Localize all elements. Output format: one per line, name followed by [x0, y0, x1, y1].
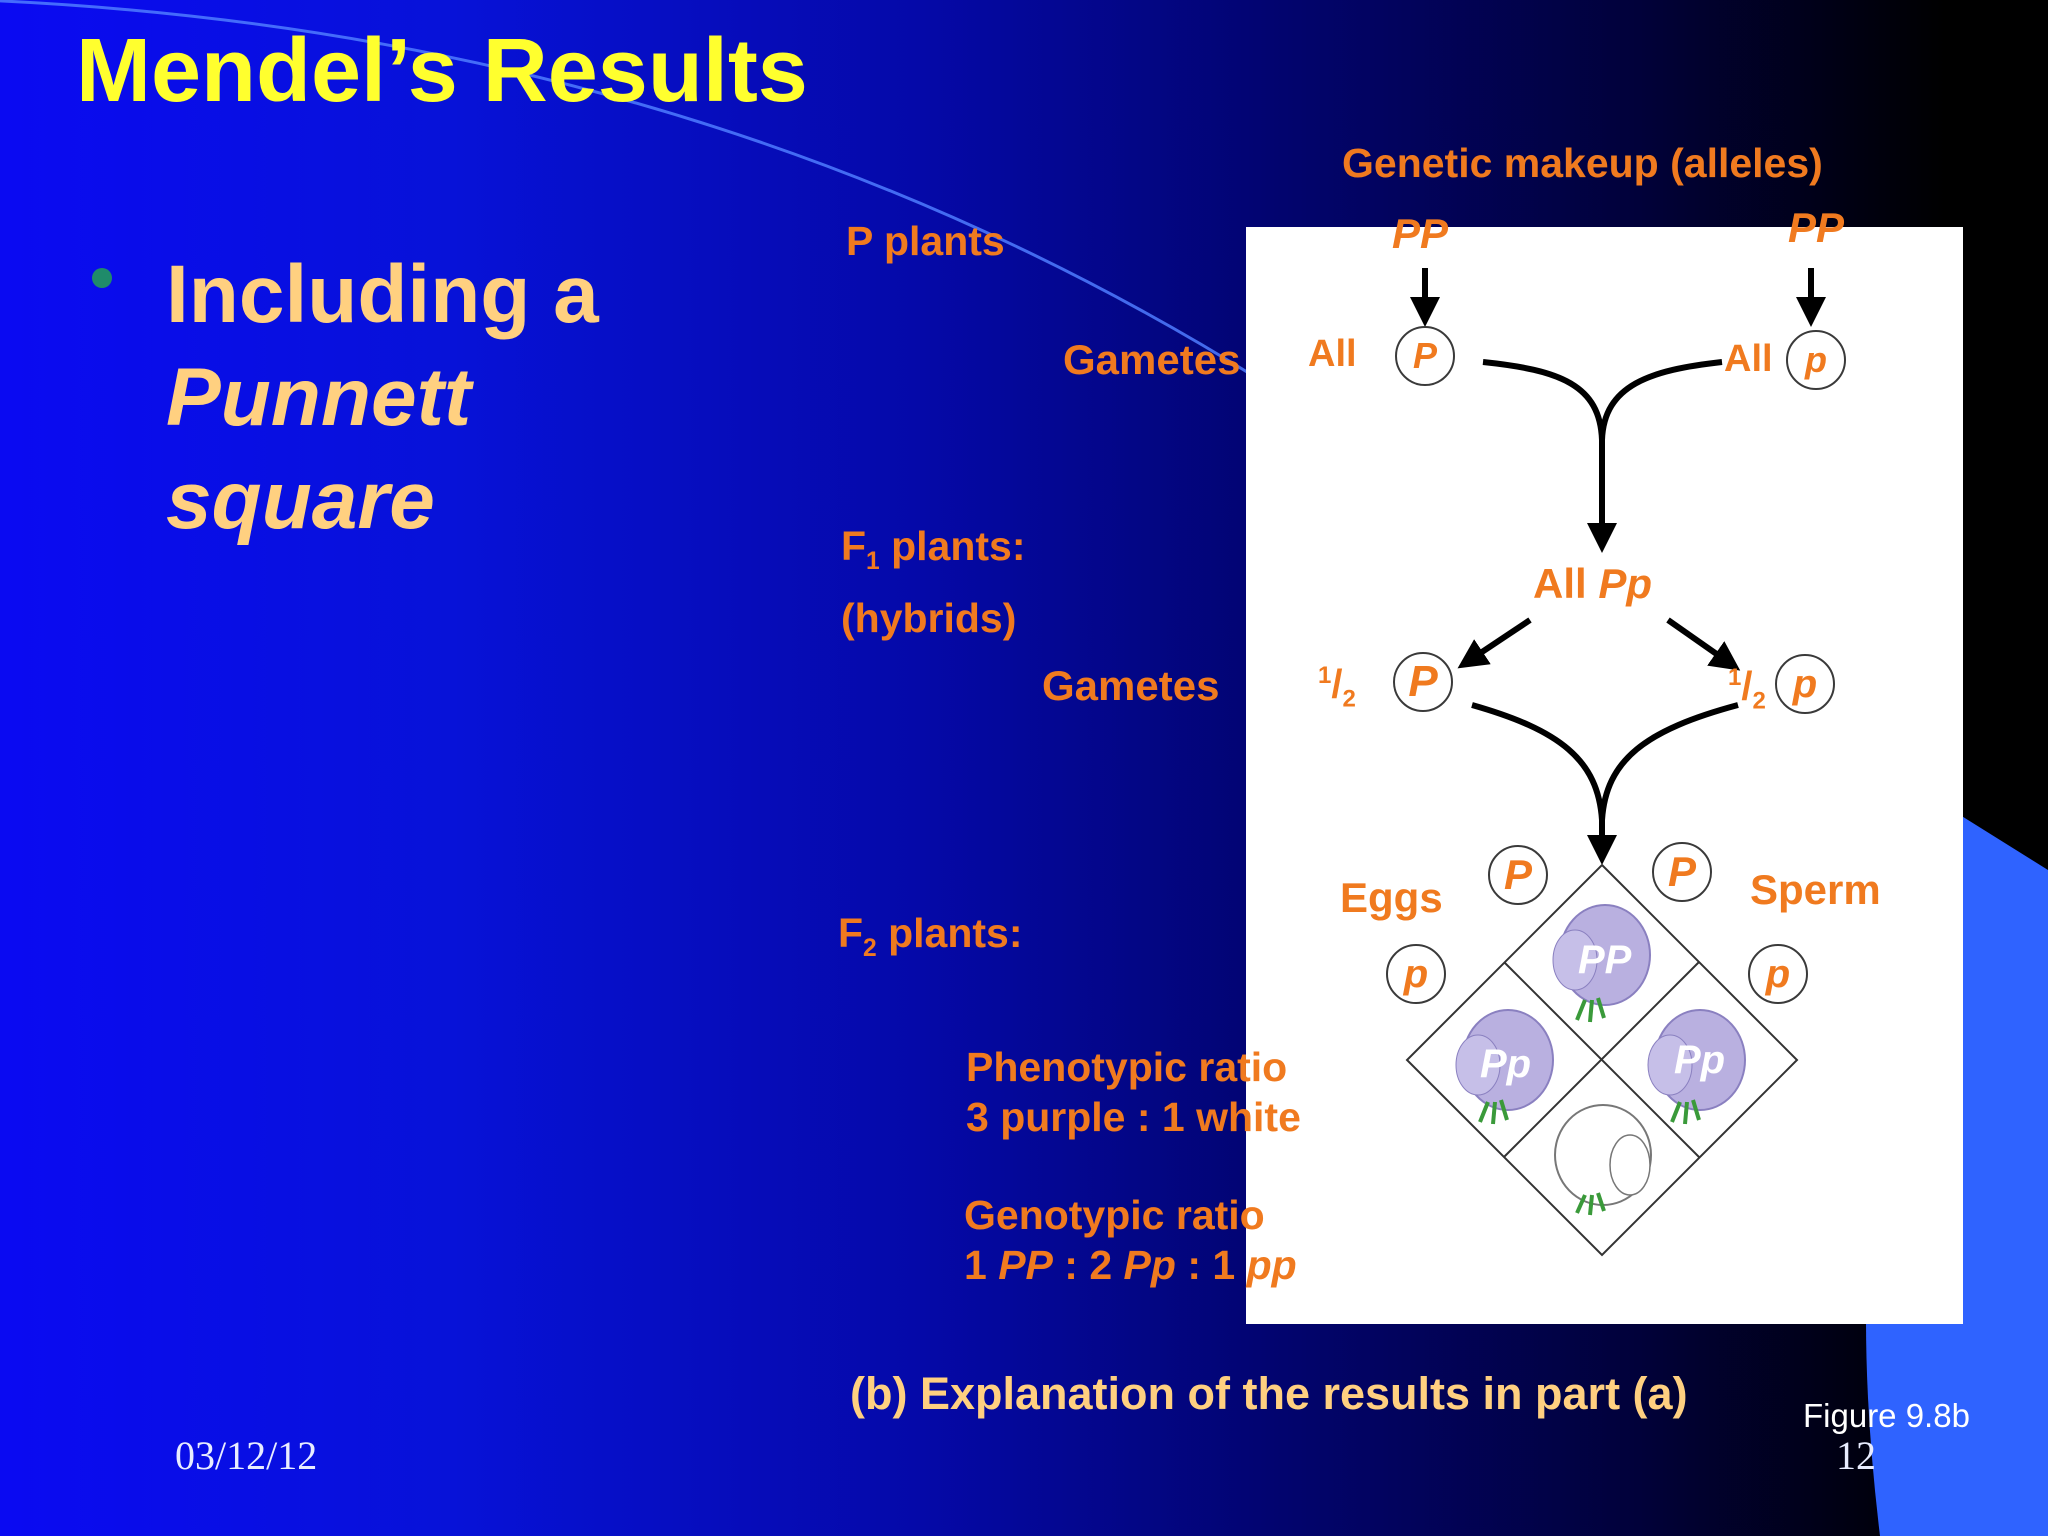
sperm-label: Sperm [1750, 866, 1881, 914]
sperm-top-allele: P [1652, 842, 1712, 902]
all-left-label: All [1308, 333, 1357, 376]
f1-gamete-left: P [1393, 652, 1453, 712]
gametes-label-p: Gametes [1063, 336, 1240, 384]
slide-page-number: 12 [1836, 1432, 1876, 1479]
f2-plants-label: F2 plants: [838, 910, 1023, 963]
phenotypic-ratio-value: 3 purple : 1 white [966, 1094, 1301, 1141]
arrow-converge-f2 [1472, 705, 1738, 820]
half-right: 1/2 [1728, 664, 1766, 715]
figure-reference: Figure 9.8b [1803, 1397, 1970, 1435]
half-left: 1/2 [1318, 662, 1356, 713]
f1-plants-label: F1 plants: (hybrids) [841, 518, 1026, 646]
arrow-converge-f1 [1483, 362, 1722, 440]
gamete-left-allele: P [1395, 326, 1455, 386]
egg-bottom-allele: p [1386, 944, 1446, 1004]
punnett-cell-right-genotype: Pp [1674, 1038, 1725, 1083]
f1-gamete-right: p [1775, 654, 1835, 714]
phenotypic-ratio-title: Phenotypic ratio [966, 1044, 1287, 1091]
gamete-right-allele: p [1786, 330, 1846, 390]
genotypic-ratio-title: Genotypic ratio [964, 1192, 1265, 1239]
eggs-label: Eggs [1340, 874, 1443, 922]
gametes-label-f1: Gametes [1042, 662, 1219, 710]
p-plants-label: P plants [846, 218, 1005, 265]
parent-left-genotype: PP [1392, 210, 1448, 258]
genotypic-ratio-value: 1 PP : 2 Pp : 1 pp [964, 1242, 1297, 1289]
parent-right-genotype: PP [1788, 204, 1844, 252]
all-pp-label: All Pp [1533, 560, 1652, 608]
punnett-cell-top-genotype: PP [1578, 938, 1631, 983]
slide-date: 03/12/12 [175, 1432, 317, 1479]
punnett-cell-left-genotype: Pp [1480, 1042, 1531, 1087]
sperm-bottom-allele: p [1748, 944, 1808, 1004]
genetic-makeup-header: Genetic makeup (alleles) [1342, 140, 1823, 187]
flower-bottom-white [1555, 1105, 1651, 1215]
arrow-f1-right [1668, 620, 1728, 662]
egg-top-allele: P [1488, 845, 1548, 905]
figure-caption: (b) Explanation of the results in part (… [850, 1368, 1688, 1420]
all-right-label: All [1724, 338, 1773, 381]
arrow-f1-left [1470, 620, 1530, 660]
